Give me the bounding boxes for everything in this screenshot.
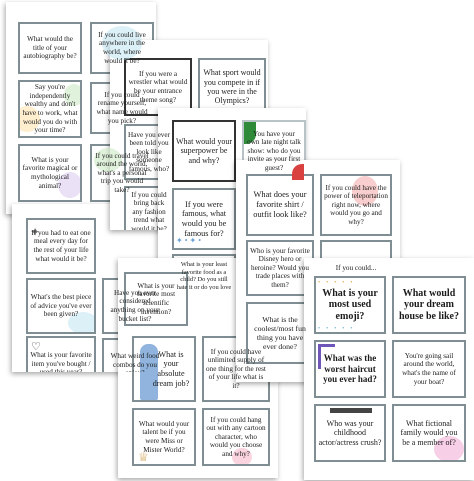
card-text: What does your favorite shirt / outfit l… bbox=[253, 190, 307, 219]
card-autobiography: What would the title of your autobiograp… bbox=[18, 22, 82, 74]
card-emoji: ••••• ••••• What is your most used emoji… bbox=[314, 276, 386, 334]
confetti-deco: ••••• bbox=[318, 280, 359, 286]
person-silhouette-icon bbox=[140, 344, 158, 400]
card-text: If you could rename yourself, what name … bbox=[96, 90, 148, 125]
card-text: What would your dream house be like? bbox=[398, 287, 459, 322]
card-wrestler: If you were a wrestler what would be you… bbox=[124, 58, 192, 116]
corner-leaf-deco bbox=[292, 164, 304, 180]
card-text: What is your most used emoji? bbox=[322, 287, 378, 322]
card-one-meal: ✦ If you had to eat one meal every day f… bbox=[26, 218, 96, 274]
card-favorite-item: ♡ What is your favorite item you've boug… bbox=[26, 336, 96, 372]
heart-icon: ♡ bbox=[31, 341, 41, 353]
crown-icon: ♕ bbox=[138, 450, 149, 464]
card-fictional-family: What fictional family would you be a mem… bbox=[392, 404, 466, 462]
card-text: If you were famous, what would you be fa… bbox=[181, 199, 227, 238]
card-disney-hero: Who is your favorite Disney hero or hero… bbox=[246, 240, 314, 296]
card-text: Say you're independently wealthy and don… bbox=[22, 83, 78, 135]
card-text: If you had to eat one meal every day for… bbox=[31, 228, 91, 263]
card-text: What is your absolute dream job? bbox=[152, 349, 190, 388]
card-coolest-thing: What is the coolest/most fun thing you h… bbox=[246, 302, 314, 364]
card-text: What fictional family would you be a mem… bbox=[400, 418, 458, 447]
card-talk-show: You have your own late night talk show: … bbox=[242, 120, 306, 182]
card-text: You're going sail around the world, what… bbox=[402, 351, 456, 386]
card-dream-house: What would your dream house be like? bbox=[392, 276, 466, 334]
card-text: You have your own late night talk show: … bbox=[247, 129, 301, 172]
card-unlimited-supply: If you could have unlimited supply of on… bbox=[202, 336, 270, 402]
card-text: If you were a wrestler what would be you… bbox=[128, 69, 188, 104]
card-superpower: What would your superpower be and why? bbox=[172, 120, 236, 182]
card-look-like-famous: Have you ever been told you look like so… bbox=[124, 124, 174, 180]
card-text: What is the coolest/most fun thing you h… bbox=[254, 314, 306, 352]
star-confetti-deco: ✦•✦• bbox=[176, 236, 204, 245]
card-favorite-shirt: What does your favorite shirt / outfit l… bbox=[246, 174, 314, 236]
card-text: If you could hang out with any cartoon c… bbox=[206, 415, 266, 458]
fork-knife-icon: ✦ bbox=[30, 225, 41, 239]
bar-deco bbox=[330, 408, 372, 413]
sheet-1: What would the title of your autobiograp… bbox=[6, 2, 156, 214]
sheet-5: What is your favorite most scientific in… bbox=[118, 258, 278, 478]
card-text: Have you ever considered anything on you… bbox=[110, 288, 160, 323]
card-live-anywhere: If you could live anywhere in the world,… bbox=[90, 22, 154, 74]
pastel-blob bbox=[352, 176, 378, 206]
card-text: If you could... bbox=[335, 263, 377, 272]
card-text: What would your superpower be and why? bbox=[176, 136, 232, 165]
card-text: If you could travel around the world, wh… bbox=[95, 151, 149, 194]
sheet-7: ••••• ••••• What is your most used emoji… bbox=[304, 258, 474, 480]
pastel-blob bbox=[232, 448, 252, 464]
card-text: What would the title of your autobiograp… bbox=[23, 35, 77, 61]
card-teleportation: If you could have the power of teleporta… bbox=[320, 174, 392, 236]
card-childhood-crush: Who was your childhood actor/actress cru… bbox=[314, 404, 386, 462]
card-dream-job: What is your absolute dream job? bbox=[132, 336, 196, 402]
card-text: What sport would you compete in if you w… bbox=[203, 68, 261, 106]
pastel-blob bbox=[434, 436, 464, 460]
card-text: If you could bring back any fashion tren… bbox=[131, 190, 167, 230]
confetti-deco: ••••• bbox=[318, 326, 359, 332]
card-text: What's the best piece of advice you've e… bbox=[30, 293, 92, 319]
card-boat-name: You're going sail around the world, what… bbox=[392, 340, 466, 398]
corner-frame-deco bbox=[318, 344, 335, 369]
card-text: What would your talent be if you were Mi… bbox=[138, 419, 190, 454]
card-text: If you could have unlimited supply of on… bbox=[206, 347, 266, 390]
card-famous-for: ✦•✦• If you were famous, what would you … bbox=[172, 188, 236, 250]
pastel-blob bbox=[102, 26, 142, 60]
card-olympics: What sport would you compete in if you w… bbox=[198, 58, 266, 116]
card-talent: ♕ What would your talent be if you were … bbox=[132, 408, 196, 466]
card-text: If you could have the power of teleporta… bbox=[324, 183, 388, 226]
card-magical-animal: What is your favorite magical or mytholo… bbox=[18, 144, 82, 202]
card-text: If you could live anywhere in the world,… bbox=[98, 30, 146, 65]
pastel-blob bbox=[94, 148, 122, 172]
card-invention: What is your favorite most scientific in… bbox=[124, 272, 188, 326]
card-text: What was the worst haircut you ever had? bbox=[323, 353, 377, 385]
card-text: What is your favorite item you've bought… bbox=[30, 351, 92, 372]
card-text: Who is your favorite Disney hero or hero… bbox=[250, 246, 310, 289]
card-cartoon: If you could hang out with any cartoon c… bbox=[202, 408, 270, 466]
pastel-blob bbox=[68, 312, 94, 332]
card-best-advice: What's the best piece of advice you've e… bbox=[26, 278, 96, 334]
card-text: What is your favorite magical or mytholo… bbox=[22, 155, 78, 190]
card-wealthy: Say you're independently wealthy and don… bbox=[18, 80, 82, 138]
pastel-blob bbox=[64, 84, 80, 106]
card-text: What is your least favorite food as a ch… bbox=[176, 261, 232, 290]
pastel-blob bbox=[58, 172, 80, 198]
sheet-4: ✦ If you had to eat one meal every day f… bbox=[12, 204, 172, 372]
card-fashion-trend: If you could bring back any fashion tren… bbox=[124, 186, 174, 230]
card-text: Who was your childhood actor/actress cru… bbox=[318, 418, 382, 447]
card-worst-haircut: What was the worst haircut you ever had? bbox=[314, 340, 386, 398]
card-text: What is your favorite most scientific in… bbox=[136, 281, 176, 316]
corner-leaf-deco bbox=[244, 122, 256, 144]
card-text: What weird food combos do you enjoy? bbox=[110, 352, 160, 372]
pastel-blob bbox=[20, 106, 40, 132]
card-text: Have you ever been told you look like so… bbox=[128, 130, 170, 173]
